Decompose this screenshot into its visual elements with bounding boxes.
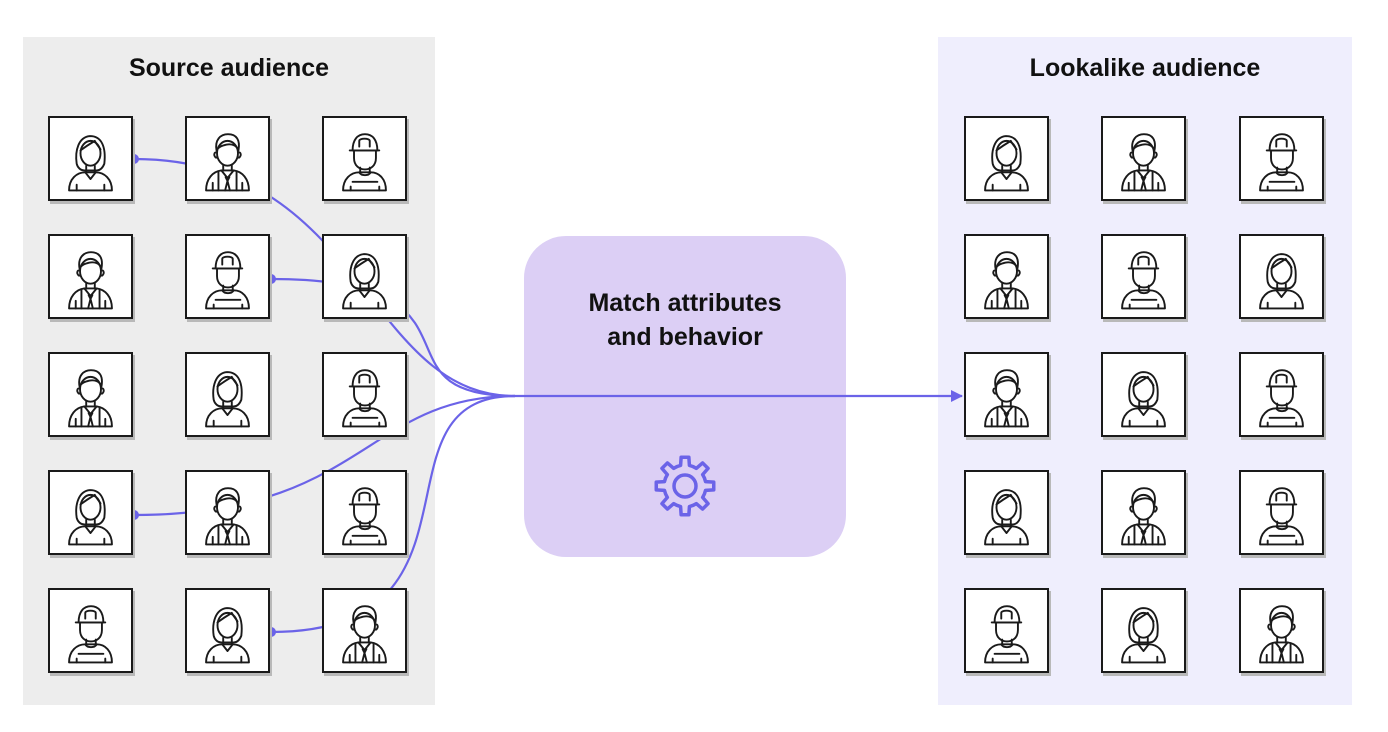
man-avatar-icon (205, 133, 250, 192)
lookalike-audience-title: Lookalike audience (1029, 54, 1261, 82)
lookalike-avatar-r5-c2 (1101, 588, 1186, 673)
source-avatar-r3-c3 (322, 352, 407, 437)
cap-avatar-icon (342, 487, 387, 546)
cap-avatar-icon (984, 605, 1029, 664)
source-avatar-r4-c1 (48, 470, 133, 555)
woman-avatar-icon (984, 489, 1029, 546)
man-avatar-icon (342, 605, 387, 664)
gear-icon (654, 455, 716, 517)
source-avatar-r3-c1 (48, 352, 133, 437)
source-avatar-r3-c2 (185, 352, 270, 437)
cap-avatar-icon (1259, 487, 1304, 546)
man-avatar-icon (205, 487, 250, 546)
woman-avatar-icon (68, 135, 113, 192)
lookalike-avatar-r3-c2 (1101, 352, 1186, 437)
woman-avatar-icon (1121, 371, 1166, 428)
source-avatar-r2-c1 (48, 234, 133, 319)
source-avatar-r2-c3 (322, 234, 407, 319)
match-process-title: Match attributes and behavior (524, 286, 846, 354)
lookalike-avatar-r4-c2 (1101, 470, 1186, 555)
woman-avatar-icon (205, 371, 250, 428)
man-avatar-icon (68, 369, 113, 428)
cap-avatar-icon (342, 133, 387, 192)
cap-avatar-icon (205, 251, 250, 310)
man-avatar-icon (984, 251, 1029, 310)
lookalike-avatar-r1-c2 (1101, 116, 1186, 201)
source-audience-title: Source audience (128, 54, 330, 82)
man-avatar-icon (1259, 605, 1304, 664)
woman-avatar-icon (1259, 253, 1304, 310)
source-avatar-r4-c2 (185, 470, 270, 555)
lookalike-avatar-r1-c3 (1239, 116, 1324, 201)
lookalike-avatar-r5-c1 (964, 588, 1049, 673)
lookalike-avatar-r4-c3 (1239, 470, 1324, 555)
source-avatar-r4-c3 (322, 470, 407, 555)
lookalike-avatar-r5-c3 (1239, 588, 1324, 673)
lookalike-avatar-r2-c3 (1239, 234, 1324, 319)
woman-avatar-icon (984, 135, 1029, 192)
woman-avatar-icon (1121, 607, 1166, 664)
source-avatar-r5-c3 (322, 588, 407, 673)
match-title-line-1: Match attributes (588, 289, 782, 317)
man-avatar-icon (68, 251, 113, 310)
match-process-box: Match attributes and behavior (524, 236, 846, 557)
cap-avatar-icon (1259, 133, 1304, 192)
lookalike-avatar-r4-c1 (964, 470, 1049, 555)
lookalike-avatar-r3-c1 (964, 352, 1049, 437)
cap-avatar-icon (1121, 251, 1166, 310)
source-avatar-r5-c2 (185, 588, 270, 673)
lookalike-avatar-r3-c3 (1239, 352, 1324, 437)
match-title-line-2: and behavior (607, 323, 763, 351)
source-avatar-r2-c2 (185, 234, 270, 319)
cap-avatar-icon (1259, 369, 1304, 428)
woman-avatar-icon (342, 253, 387, 310)
woman-avatar-icon (205, 607, 250, 664)
lookalike-avatar-r2-c1 (964, 234, 1049, 319)
source-avatar-r5-c1 (48, 588, 133, 673)
cap-avatar-icon (342, 369, 387, 428)
source-avatar-r1-c2 (185, 116, 270, 201)
woman-avatar-icon (68, 489, 113, 546)
source-avatar-r1-c3 (322, 116, 407, 201)
man-avatar-icon (984, 369, 1029, 428)
lookalike-avatar-r1-c1 (964, 116, 1049, 201)
man-avatar-icon (1121, 133, 1166, 192)
lookalike-avatar-r2-c2 (1101, 234, 1186, 319)
source-avatar-r1-c1 (48, 116, 133, 201)
cap-avatar-icon (68, 605, 113, 664)
man-avatar-icon (1121, 487, 1166, 546)
